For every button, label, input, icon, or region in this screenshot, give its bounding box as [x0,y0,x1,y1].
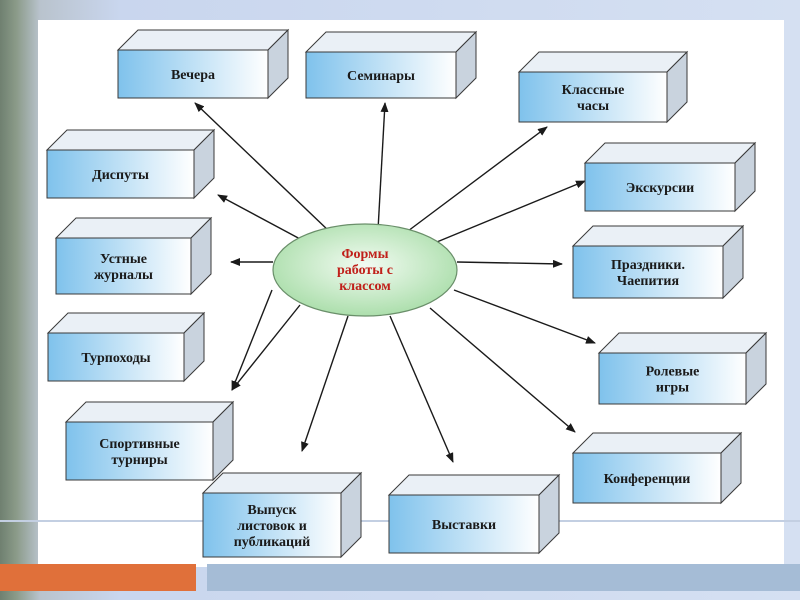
box-top-face [201,472,363,494]
box-label-line: Выставки [432,518,496,533]
arrow-to-seminary [377,102,389,231]
arrow-to-turpokhody [231,289,273,391]
box-top-face [387,474,561,496]
box-label-line: журналы [94,268,153,283]
box-prazdniki: Праздники.Чаепития [571,224,745,300]
box-turpokhody: Турпоходы [46,311,206,383]
box-front-face [572,245,724,299]
arrow-to-ekskursii [431,180,586,245]
box-disputy: Диспуты [45,128,216,200]
box-front-face [572,452,722,504]
box-label-line: Диспуты [92,168,149,183]
box-top-face [597,332,768,354]
box-seminary: Семинары [304,30,478,100]
box-front-face [202,492,342,558]
box-top-face [45,129,216,151]
box-front-face [47,332,185,382]
box-top-face [571,432,743,454]
arrow-to-prazdniki [456,259,563,268]
box-front-face [388,494,540,554]
center-label-line: Формы [341,247,388,262]
box-label-line: игры [656,381,689,396]
box-top-face [46,312,206,334]
box-vechera: Вечера [116,28,290,100]
arrow-to-vypusk [301,315,349,452]
arrow-to-vechera [194,102,331,233]
box-label-line: турниры [111,453,167,468]
box-label-line: Конференции [604,472,691,487]
box-top-face [583,142,757,164]
box-top-face [64,401,235,423]
arrow-to-vystavki [389,315,454,463]
box-front-face [117,49,269,99]
center-ellipse [272,223,458,317]
center-label-line: работы с [337,263,393,278]
box-label-line: Устные [100,252,147,267]
box-label-line: Экскурсии [626,181,694,196]
box-front-face [584,162,736,212]
arrow-to-konferentsii [429,307,576,433]
box-top-face [517,51,689,73]
center-label-line: классом [339,279,391,294]
arrow-to-klassnye-chasy [403,126,548,235]
box-front-face [305,51,457,99]
box-top-face [54,217,213,239]
box-label-line: Спортивные [99,437,180,452]
box-front-face [46,149,195,199]
box-label-line: Турпоходы [81,351,150,366]
box-label-line: Ролевые [646,365,700,380]
orange-accent-bar [0,564,196,591]
box-front-face [518,71,668,123]
box-vystavki: Выставки [387,473,561,555]
box-label-line: Выпуск [247,503,297,518]
box-label-line: Вечера [171,68,215,83]
box-front-face [65,421,214,481]
box-label-line: Семинары [347,69,415,84]
box-label-line: публикаций [234,535,311,550]
box-label-line: листовок и [237,519,307,534]
box-label-line: Чаепития [617,274,680,289]
box-top-face [304,31,478,53]
arrows-layer [194,102,596,463]
box-label-line: Классные [562,83,625,98]
box-label-line: часы [577,99,609,114]
arrow-to-rolevye-igry [453,289,596,344]
box-front-face [55,237,192,295]
blue-accent-bar [207,564,800,591]
box-label-line: Праздники. [611,258,685,273]
arrow-to-disputy [217,194,303,241]
box-top-face [116,29,290,51]
arrow-to-sportivnye-turniry [231,304,301,391]
box-ekskursii: Экскурсии [583,141,757,213]
box-front-face [598,352,747,405]
box-konferentsii: Конференции [571,431,743,505]
box-top-face [571,225,745,247]
